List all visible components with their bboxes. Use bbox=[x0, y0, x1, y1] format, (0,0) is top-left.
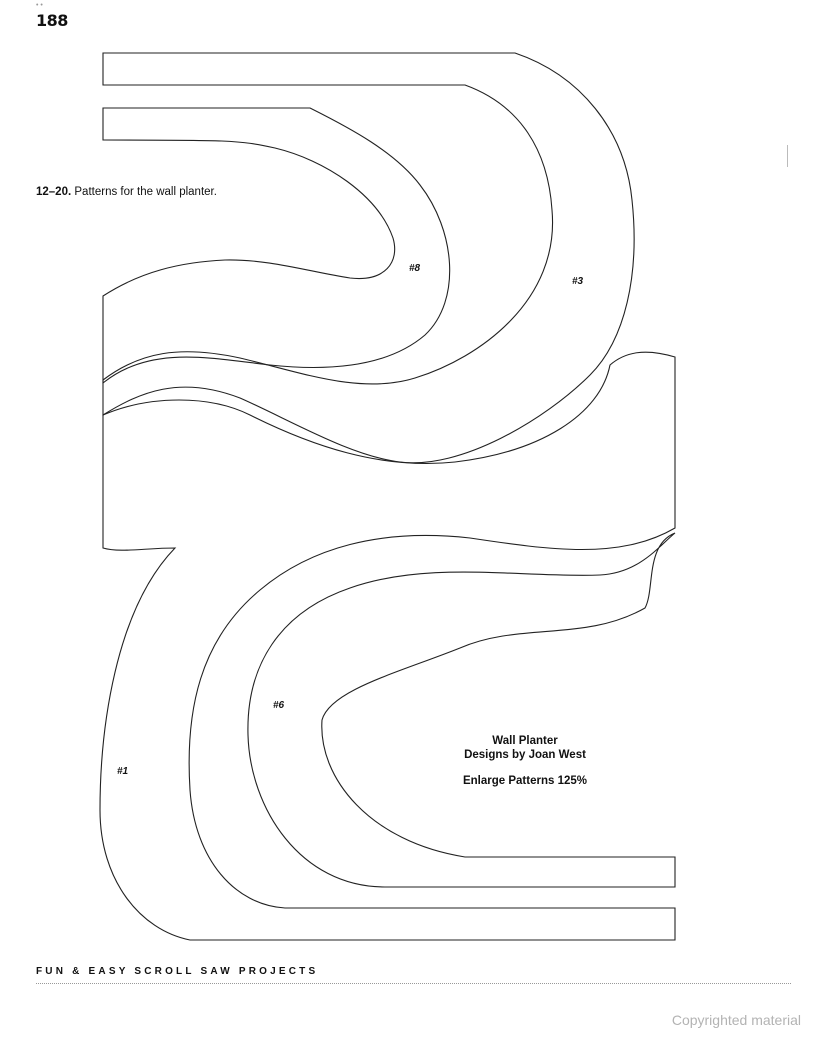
figure-caption: 12–20. Patterns for the wall planter. bbox=[36, 186, 217, 198]
pattern-8-outline bbox=[102, 107, 451, 385]
pattern-designer: Designs by Joan West bbox=[464, 749, 586, 761]
pattern-label-1: #1 bbox=[117, 766, 129, 777]
pattern-label-8: #8 bbox=[409, 263, 421, 274]
copyright-watermark: Copyrighted material bbox=[671, 1012, 801, 1028]
pattern-3-outline bbox=[102, 52, 635, 464]
pattern-title-block: Wall Planter Designs by Joan West Enlarg… bbox=[420, 734, 630, 788]
scan-edge-mark bbox=[787, 145, 788, 167]
footer-rule bbox=[36, 983, 791, 984]
figure-number: 12–20. bbox=[36, 186, 72, 198]
pattern-label-3: #3 bbox=[572, 276, 584, 287]
pattern-1-outline bbox=[99, 351, 676, 941]
pattern-title: Wall Planter bbox=[492, 735, 558, 747]
enlarge-note: Enlarge Patterns 125% bbox=[462, 775, 587, 787]
figure-caption-text: Patterns for the wall planter. bbox=[74, 186, 217, 198]
scan-marks: • • bbox=[36, 2, 43, 9]
pattern-label-6: #6 bbox=[273, 700, 285, 711]
page-number: 188 bbox=[36, 11, 68, 30]
running-footer: FUN & EASY SCROLL SAW PROJECTS bbox=[36, 966, 319, 977]
pattern-6-outline bbox=[247, 532, 676, 888]
